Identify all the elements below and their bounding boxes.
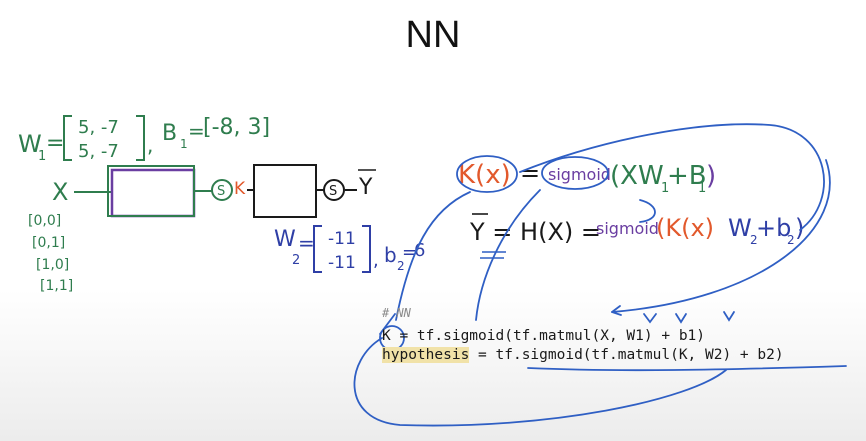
annotation-strokes: [353, 123, 847, 427]
eq2-b-sub: 2: [787, 233, 795, 247]
input-label: X: [52, 178, 68, 206]
arrow-to-matmul: [611, 159, 831, 313]
eq1-sigmoid-circle: [541, 156, 609, 190]
code-k-arrow: [379, 313, 396, 335]
svg-text:,: ,: [147, 133, 153, 157]
sigmoid2-node: [323, 179, 345, 201]
layer2-box: [253, 164, 317, 218]
eq2-lhs: Y = H(X) =: [469, 218, 601, 246]
w2-row1: -11: [328, 229, 356, 249]
w1-bracket-left: [63, 115, 72, 161]
eq2-w-sub: 2: [750, 233, 758, 247]
sigmoid1-node: [211, 179, 233, 201]
k-label: K: [234, 179, 246, 199]
eq1-k-circle: [456, 155, 518, 193]
code-underline: [527, 365, 847, 372]
equation-hypothesis: Y = H(X) = sigmoid (K(x) W 2 +b 2 ): [469, 213, 804, 259]
equation-k: K(x) = sigmoid (XW 1 +B 1 ): [458, 159, 716, 196]
input-item: [1,0]: [36, 257, 69, 273]
b2-label: b: [384, 243, 397, 267]
w2-label: W: [274, 227, 296, 252]
layer1-box-purple: [110, 168, 196, 218]
w2-bracket-right: [362, 225, 371, 273]
arrow-k-to-code: [395, 191, 471, 321]
eq2-kx: (K(x): [656, 214, 714, 242]
code-line-1: K = tf.sigmoid(tf.matmul(X, W1) + b1): [382, 328, 705, 344]
network-diagram: X S K S Y [0,0] [0,1] [1,0] [1,1]: [28, 164, 376, 294]
eq2-w: W: [728, 214, 752, 242]
eq1-w-sub: 1: [661, 181, 669, 196]
w2-sub: 2: [292, 253, 300, 268]
w2-row2: -11: [328, 253, 356, 273]
eq1-plus-b: +B: [667, 161, 707, 191]
output-label: Y: [358, 175, 373, 200]
svg-text:,: ,: [373, 250, 379, 271]
input-item: [1,1]: [40, 278, 73, 294]
eq1-xw: (XW: [610, 161, 664, 191]
eq2-close: ): [795, 214, 804, 242]
w2-bracket-left: [313, 225, 322, 273]
eq1-lhs: K(x): [458, 160, 511, 190]
code-line-2-rest: = tf.sigmoid(tf.matmul(K, W2) + b2): [469, 347, 784, 363]
code-comment: # NN: [382, 306, 411, 320]
arc-top: [519, 123, 825, 231]
svg-text:=: =: [188, 119, 205, 143]
w1-label: W: [18, 130, 42, 158]
eq1-equals: =: [520, 159, 540, 187]
eq2-plus-b: +b: [756, 214, 791, 242]
w2-definition: W 2 = -11 -11 , b 2 = 6: [274, 225, 425, 273]
eq2-double-underline: [480, 251, 506, 259]
w1-sub: 1: [38, 149, 46, 164]
sigmoid1-symbol: S: [217, 184, 225, 199]
slide-title: NN: [405, 14, 461, 56]
w1-definition: W 1 = 5, -7 5, -7 , B 1 = [-8, 3]: [18, 115, 270, 164]
eq1-sigmoid: sigmoid: [548, 165, 611, 184]
b1-value: [-8, 3]: [203, 115, 270, 140]
code-var-k: K: [382, 328, 391, 344]
arrow-sigmoid-to-code: [475, 189, 541, 321]
eq2-sigmoid: sigmoid: [596, 219, 659, 238]
loop-k-to-k: [353, 337, 727, 427]
b1-label: B: [162, 121, 177, 146]
code-var-hypothesis: hypothesis: [382, 347, 470, 363]
svg-text:=: =: [298, 231, 315, 255]
sigmoid2-symbol: S: [329, 184, 337, 199]
w1-bracket-right: [136, 115, 145, 161]
svg-text:=: =: [46, 131, 64, 156]
eq1-b-sub: 1: [698, 181, 706, 196]
w1-row1: 5, -7: [78, 117, 119, 138]
code-line-2: hypothesis = tf.sigmoid(tf.matmul(K, W2)…: [382, 347, 784, 363]
code-line-1-rest: = tf.sigmoid(tf.matmul(X, W1) + b1): [390, 328, 706, 344]
tick-marks: [643, 311, 735, 324]
input-item: [0,1]: [32, 235, 65, 251]
eq1-close: ): [706, 161, 716, 191]
b2-sub: 2: [397, 259, 405, 273]
w1-row2: 5, -7: [78, 141, 119, 162]
b1-sub: 1: [180, 137, 188, 151]
sigmoid-link: [639, 199, 656, 223]
input-list: [0,0] [0,1] [1,0] [1,1]: [28, 213, 73, 294]
arrowhead: [611, 305, 622, 316]
input-item: [0,0]: [28, 213, 61, 229]
b2-value: 6: [414, 240, 425, 261]
layer1-box: [107, 165, 195, 217]
